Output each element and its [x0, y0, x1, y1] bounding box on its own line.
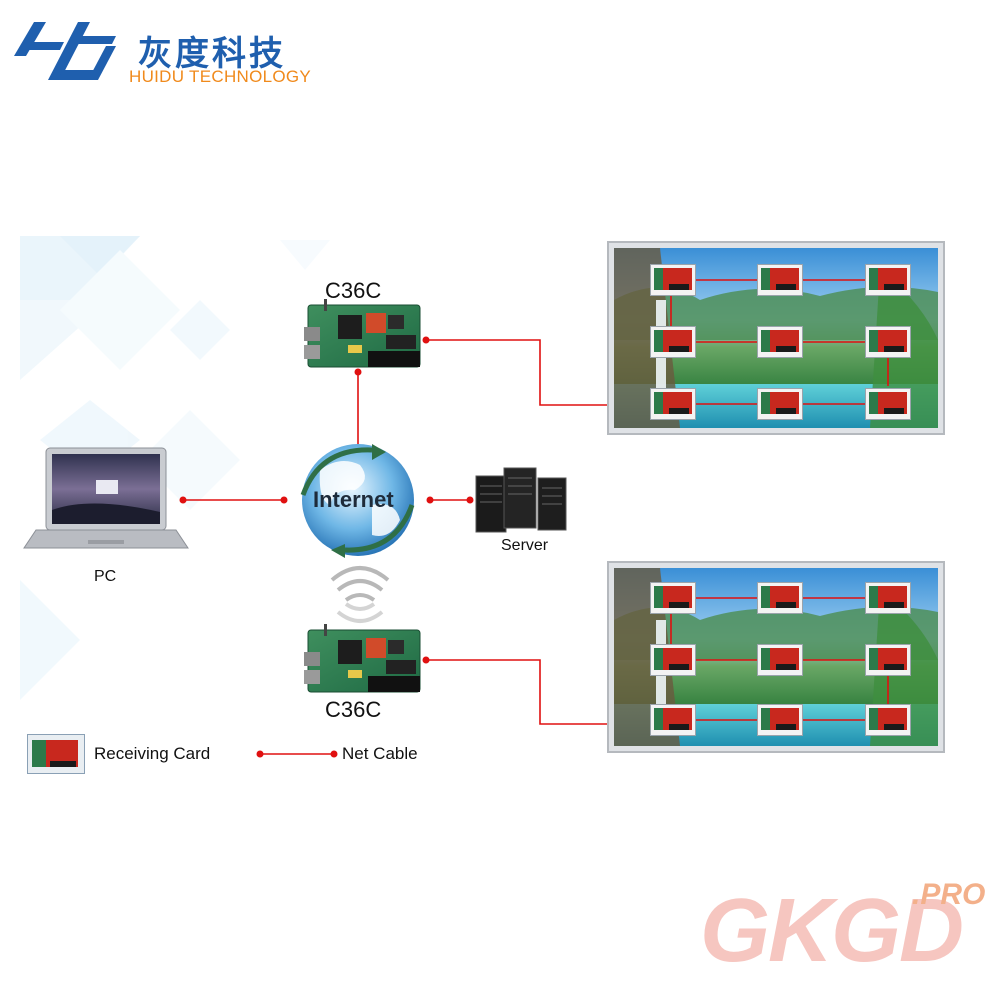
- cable-c36c-bottom-to-screen-bottom: [426, 659, 650, 725]
- receiving-card-top-r2c2: [757, 326, 803, 358]
- receiving-card-top-r1c1: [650, 264, 696, 296]
- receiving-card-bottom-r1c1: [650, 582, 696, 614]
- receiving-card-top-r3c2: [757, 388, 803, 420]
- receiving-card-bottom-r1c2: [757, 582, 803, 614]
- receiving-card-bottom-r2c3: [865, 644, 911, 676]
- c36c-board-top: [304, 299, 421, 368]
- receiving-card-bottom-r1c3: [865, 582, 911, 614]
- cable-endpoints: [179, 336, 474, 758]
- watermark-suffix: .PRO: [912, 878, 986, 911]
- c36c-bottom-label: C36C: [325, 697, 382, 722]
- watermark-text: GKGD: [700, 881, 964, 981]
- receiving-card-top-r2c3: [865, 326, 911, 358]
- receiving-card-top-r2c1: [650, 326, 696, 358]
- wifi-signal-icon: [330, 566, 390, 623]
- laptop-pc-icon: [23, 447, 189, 549]
- legend-receiving-card-label: Receiving Card: [94, 744, 211, 763]
- receiving-card-bottom-r2c1: [650, 644, 696, 676]
- legend-receiving-card-icon: [27, 734, 85, 774]
- receiving-card-bottom-r2c2: [757, 644, 803, 676]
- c36c-top-label: C36C: [325, 278, 382, 303]
- receiving-card-bottom-r3c3: [865, 704, 911, 736]
- legend-net-cable-label: Net Cable: [342, 744, 418, 763]
- server-label: Server: [501, 537, 549, 554]
- receiving-card-top-r1c3: [865, 264, 911, 296]
- huidu-logo-icon: [14, 22, 116, 80]
- c36c-board-bottom: [304, 624, 421, 693]
- receiving-card-top-r1c2: [757, 264, 803, 296]
- internet-globe-icon: [300, 444, 415, 558]
- receiving-card-top-r3c3: [865, 388, 911, 420]
- net-cables: [183, 339, 650, 755]
- led-screen-top-card-links: [670, 279, 889, 405]
- server-icon: [475, 467, 567, 533]
- internet-label: Internet: [313, 487, 394, 512]
- led-screen-bottom-card-links: [670, 597, 889, 721]
- pc-label: PC: [94, 568, 117, 585]
- brand-name-cn: 灰度科技: [138, 34, 286, 74]
- brand-name-en: HUIDU TECHNOLOGY: [129, 67, 312, 86]
- receiving-card-bottom-r3c2: [757, 704, 803, 736]
- cable-c36c-top-to-screen-top: [426, 339, 650, 406]
- receiving-card-bottom-r3c1: [650, 704, 696, 736]
- receiving-card-top-r3c1: [650, 388, 696, 420]
